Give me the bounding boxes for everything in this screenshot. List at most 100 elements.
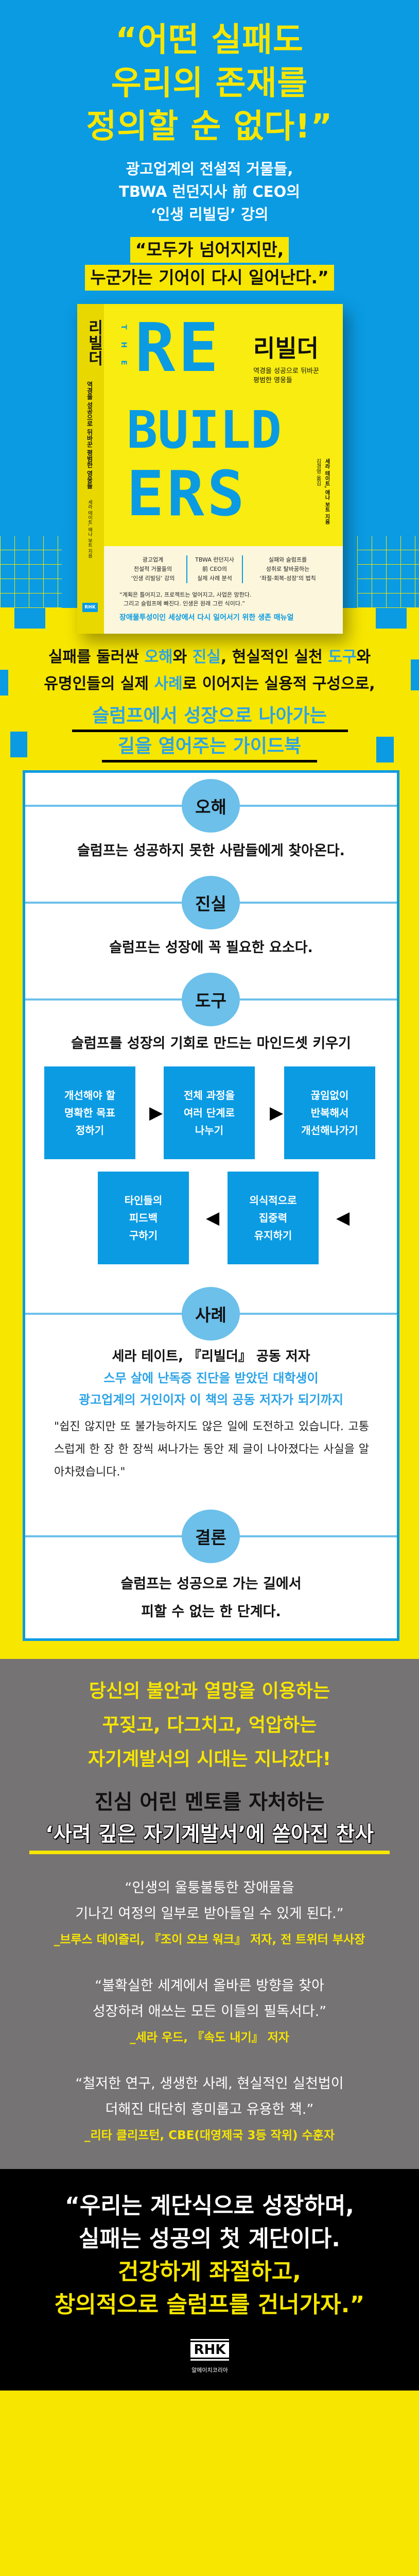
band-tagline: 장애물투성이인 세상에서 다시 일어서기 위한 생존 매뉴얼 <box>119 614 294 622</box>
label-misconception: 오해 <box>182 779 240 833</box>
text: 로 이어지는 실용적 구성으로, <box>182 675 375 693</box>
book-cover-image: 리빌더 역경을 성공으로 뒤바꾼 평범한 영웅들 세라 테이트, 애나 보트 지… <box>77 304 343 634</box>
quote-line: “인생의 울퉁불퉁한 장애물을 <box>125 1880 294 1896</box>
closing-line: 건강하게 좌절하고, <box>118 2259 301 2285</box>
quote-attribution: _세라 우드, 『속도 내기』 저자 <box>130 2031 289 2044</box>
praise-heading: 진심 어린 멘토를 자처하는 <box>94 1790 325 1814</box>
keyword: 사례 <box>154 675 183 693</box>
intro-text: 실패를 둘러싼 오해와 진실, 현실적인 실천 도구와 유명인들의 실제 사례로… <box>0 647 419 695</box>
headline-line: 우리의 존재를 <box>111 64 308 103</box>
praise-quote: “불확실한 세계에서 올바른 방향을 찾아 성장하려 애쓰는 모든 이들의 필독… <box>0 1973 419 2046</box>
hero-headline: “어떤 실패도 우리의 존재를 정의할 순 없다!” <box>0 19 419 148</box>
cover-title-en: RE <box>135 309 222 387</box>
tools-text: 슬럼프를 성장의 기회로 만드는 마인드셋 키우기 <box>71 1036 351 1052</box>
conclusion-text: 슬럼프는 성공으로 가는 길에서 피할 수 없는 한 단계다. <box>25 1570 397 1626</box>
publisher-logo: RHK <box>190 2339 229 2361</box>
band-quote-line: “계획은 틀어지고, 프로젝트는 엎어지고, 사업은 망한다. <box>119 591 252 598</box>
intro-line: 유명인들의 실제 사례로 이어지는 실용적 구성으로, <box>0 673 419 695</box>
tool-step: 전체 과정을 여러 단계로 나누기 <box>164 1066 255 1159</box>
closing-line: 실패는 성공의 첫 계단이다. <box>79 2226 340 2252</box>
subtitle-line: TBWA 런던지사 前 CEO의 <box>119 183 300 200</box>
cover-translator: 김경영 옮김 <box>315 459 321 486</box>
cover-title-en: ERS <box>127 459 248 530</box>
praise-heading: ‘사려 깊은 자기계발서’에 쏟아진 찬사 <box>45 1822 374 1846</box>
quote-line: “철저한 연구, 생생한 사례, 현실적인 실천법이 <box>75 2076 344 2092</box>
band-quote-line: 그리고 슬럼프에 빠진다. 인생은 원래 그런 식이다.” <box>124 600 246 607</box>
underline <box>29 1851 390 1854</box>
text: 와 <box>172 648 193 666</box>
cover-title-en: BUILD <box>127 400 282 460</box>
arrow-left-icon: ◀ <box>336 1208 350 1228</box>
case-subtitle-line: 스무 살에 난독증 진단을 받았던 대학생이 <box>103 1371 319 1385</box>
arrow-right-icon: ▶ <box>149 1103 163 1123</box>
quote-line: 기나긴 여정의 일부로 받아들일 수 있게 된다.” <box>75 1906 344 1922</box>
conclusion-line: 슬럼프는 성공으로 가는 길에서 <box>120 1576 302 1592</box>
label-tools: 도구 <box>182 973 240 1026</box>
book-spine: 리빌더 역경을 성공으로 뒤바꾼 평범한 영웅들 세라 테이트, 애나 보트 지… <box>77 304 104 634</box>
subtitle-line: 광고업계의 전설적 거물들, <box>126 160 293 178</box>
tool-step: 타인들의 피드백 구하기 <box>98 1172 189 1264</box>
closing-line: 창의적으로 슬럼프를 건너가자.” <box>54 2292 365 2318</box>
tool-step: 끊임없이 반복해서 개선해나가기 <box>284 1066 375 1159</box>
quote-line: 더해진 대단히 흥미롭고 유용한 책.” <box>105 2102 314 2117</box>
praise-intro-line: 당신의 불안과 열망을 이용하는 <box>89 1681 330 1702</box>
logo-text: RHK <box>190 2342 229 2358</box>
cover-the: THE <box>119 325 128 378</box>
cover-title-ko: 리빌더 <box>253 334 319 362</box>
spine-publisher-logo: RHK <box>82 603 98 612</box>
quote-attribution: _브루스 데이즐리, 『조이 오브 워크』 저자, 전 트위터 부사장 <box>54 1933 365 1946</box>
closing-quote: “우리는 계단식으로 성장하며, 실패는 성공의 첫 계단이다. 건강하게 좌절… <box>0 2190 419 2321</box>
keyword: 도구 <box>328 648 357 666</box>
label-case: 사례 <box>182 1287 240 1341</box>
cover-subtitle-line: 역경을 성공으로 뒤바꾼 <box>253 367 319 375</box>
intro-line: 실패를 둘러싼 오해와 진실, 현실적인 실천 도구와 <box>0 647 419 668</box>
praise-intro-line: 자기계발서의 시대는 지나갔다! <box>88 1749 331 1770</box>
cover-subtitle-line: 평범한 영웅들 <box>253 377 292 384</box>
text: 와 <box>356 648 371 666</box>
headline-line: “어떤 실패도 <box>115 21 304 59</box>
band-column: TBWA 런던지사 前 CEO의 실제 사례 분석 <box>186 555 243 583</box>
guide-line: 길을 열어주는 가이드북 <box>117 736 302 757</box>
book-band: 광고업계 전설적 거물들의 ‘인생 리빌딩’ 강의 TBWA 런던지사 前 CE… <box>104 546 343 634</box>
praise-intro: 당신의 불안과 열망을 이용하는 꾸짖고, 다그치고, 억압하는 자기계발서의 … <box>0 1674 419 1776</box>
quote-attribution: _리타 클리프턴, CBE(대영제국 3등 작위) 수훈자 <box>84 2129 335 2142</box>
band-column: 실패와 슬럼프를 성취로 탈바꿈하는 ‘좌절-회복-성장’의 법칙 <box>259 556 316 582</box>
band-column: 광고업계 전설적 거물들의 ‘인생 리빌딩’ 강의 <box>131 556 175 582</box>
label-conclusion: 결론 <box>182 1510 240 1563</box>
truth-text: 슬럼프는 성장에 꼭 필요한 요소다. <box>109 940 313 956</box>
highlight-quote: 누군가는 기어이 다시 일어난다.” <box>0 265 419 291</box>
highlight-line: “모두가 넘어지지만, <box>130 237 289 263</box>
underline <box>72 730 348 732</box>
spine-title: 리빌더 <box>85 319 103 366</box>
headline-line: 정의할 순 없다!” <box>86 108 333 146</box>
text: 실패를 둘러싼 <box>48 648 145 666</box>
publisher-name: 알에이치코리아 <box>191 2367 228 2374</box>
praise-intro-line: 꾸짖고, 다그치고, 억압하는 <box>102 1715 317 1736</box>
cover-authors: 세라 테이트, 애나 보트 지음 <box>324 459 329 524</box>
quote-line: “불확실한 세계에서 올바른 방향을 찾아 <box>95 1978 324 1994</box>
structure-box: 오해 슬럼프는 성공하지 못한 사람들에게 찾아온다. 진실 슬럼프는 성장에 … <box>23 770 399 1641</box>
misconception-text: 슬럼프는 성공하지 못한 사람들에게 찾아온다. <box>77 843 345 859</box>
band-quote: “계획은 틀어지고, 프로젝트는 엎어지고, 사업은 망한다. 그리고 슬럼프에… <box>119 590 251 608</box>
conclusion-line: 피할 수 없는 한 단계다. <box>141 1604 281 1620</box>
praise-quote: “인생의 울퉁불퉁한 장애물을 기나긴 여정의 일부로 받아들일 수 있게 된다… <box>0 1875 419 1948</box>
label-truth: 진실 <box>182 876 240 929</box>
praise-quote: “철저한 연구, 생생한 사례, 현실적인 실천법이 더해진 대단히 흥미롭고 … <box>0 2071 419 2144</box>
case-subtitle-line: 광고업계의 거인이자 이 책의 공동 저자가 되기까지 <box>79 1393 343 1407</box>
tool-step: 개선해야 할 명확한 목표 정하기 <box>44 1066 135 1159</box>
case-quote: "쉽진 않지만 또 불가능하지도 않은 일에 도전하고 있습니다. 고통스럽게 … <box>54 1420 369 1479</box>
highlight-line: 누군가는 기어이 다시 일어난다.” <box>85 265 334 291</box>
underline <box>102 760 317 762</box>
text: 유명인들의 실제 <box>44 675 154 693</box>
cover-subtitle: 역경을 성공으로 뒤바꾼 평범한 영웅들 <box>253 367 319 385</box>
subtitle-line: ‘인생 리빌딩’ 강의 <box>150 206 269 223</box>
case-title: 세라 테이트, 『리빌더』 공동 저자 <box>112 1349 310 1364</box>
closing-line: “우리는 계단식으로 성장하며, <box>64 2193 355 2219</box>
quote-line: 성장하려 애쓰는 모든 이들의 필독서다.” <box>92 2004 327 2020</box>
highlight-quote: “모두가 넘어지지만, <box>0 237 419 263</box>
guide-line: 슬럼프에서 성장으로 나아가는 <box>92 705 327 726</box>
keyword: 오해 <box>144 648 173 666</box>
spine-authors: 세라 테이트, 애나 보트 지음 <box>87 500 92 558</box>
praise-section <box>0 1659 419 2169</box>
case-subtitle: 스무 살에 난독증 진단을 받았던 대학생이 광고업계의 거인이자 이 책의 공… <box>25 1367 397 1411</box>
